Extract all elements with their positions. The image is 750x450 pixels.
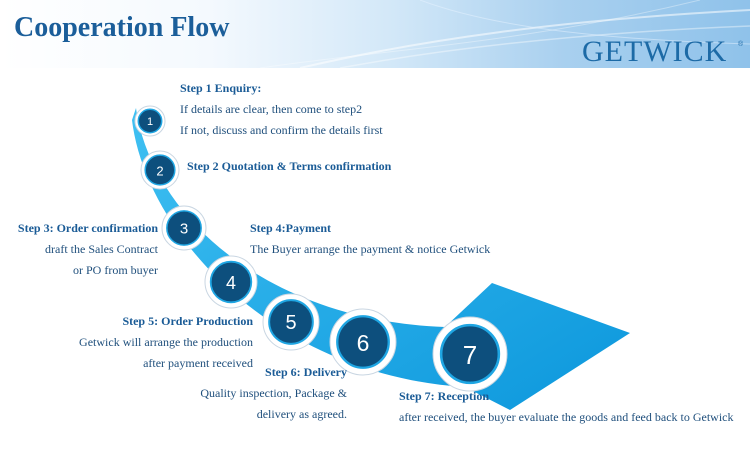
step-5-marker: 5 <box>263 294 319 350</box>
step-7-title: Step 7: Reception <box>399 386 734 407</box>
step-6-line-1: Quality inspection, Package & <box>200 383 347 404</box>
step-3-title: Step 3: Order confirmation <box>18 218 158 239</box>
step-1-title: Step 1 Enquiry: <box>180 78 383 99</box>
step-6-number: 6 <box>357 330 370 356</box>
step-2-title: Step 2 Quotation & Terms confirmation <box>187 156 391 177</box>
step-1-marker: 1 <box>135 106 165 136</box>
step-4-title: Step 4:Payment <box>250 218 490 239</box>
step-3-line-2: or PO from buyer <box>18 260 158 281</box>
step-1-text: Step 1 Enquiry: If details are clear, th… <box>180 78 383 141</box>
step-6-title: Step 6: Delivery <box>200 362 347 383</box>
step-3-marker: 3 <box>162 206 206 250</box>
step-4-line-1: The Buyer arrange the payment & notice G… <box>250 239 490 260</box>
step-4-number: 4 <box>226 273 236 293</box>
step-7-line-1: after received, the buyer evaluate the g… <box>399 407 734 428</box>
step-7-marker: 7 <box>433 317 507 391</box>
step-5-title: Step 5: Order Production <box>79 311 253 332</box>
step-2-marker: 2 <box>141 151 179 189</box>
step-3-number: 3 <box>180 221 188 238</box>
step-2-text: Step 2 Quotation & Terms confirmation <box>187 156 391 177</box>
step-1-line-2: If not, discuss and confirm the details … <box>180 120 383 141</box>
step-1-number: 1 <box>147 116 153 128</box>
step-7-number: 7 <box>463 340 477 370</box>
step-6-text: Step 6: Delivery Quality inspection, Pac… <box>200 362 347 425</box>
step-5-number: 5 <box>285 312 296 334</box>
step-5-line-1: Getwick will arrange the production <box>79 332 253 353</box>
step-3-line-1: draft the Sales Contract <box>18 239 158 260</box>
step-1-line-1: If details are clear, then come to step2 <box>180 99 383 120</box>
step-7-text: Step 7: Reception after received, the bu… <box>399 386 734 428</box>
step-3-text: Step 3: Order confirmation draft the Sal… <box>18 218 158 281</box>
step-4-marker: 4 <box>205 256 257 308</box>
step-4-text: Step 4:Payment The Buyer arrange the pay… <box>250 218 490 260</box>
step-2-number: 2 <box>156 164 163 179</box>
step-6-line-2: delivery as agreed. <box>200 404 347 425</box>
